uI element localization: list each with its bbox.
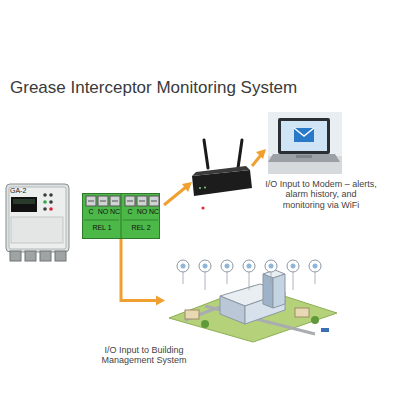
laptop-node: I/O Input to Modem – alerts, alarm histo… — [268, 112, 342, 174]
device-shape — [5, 183, 70, 263]
terminal-name: NO — [97, 208, 109, 216]
terminal-name: NO — [136, 208, 148, 216]
connector-line — [121, 239, 157, 301]
laptop-shape — [268, 112, 342, 174]
terminal-name: NC — [148, 208, 160, 216]
terminal-name: NC — [109, 208, 121, 216]
diagram-title: Grease Interceptor Monitoring System — [10, 78, 297, 98]
node-caption: I/O Input to Modem – alerts, alarm histo… — [264, 179, 378, 210]
terminal-name: C — [85, 208, 97, 216]
node-caption: I/O Input to Building Management System — [79, 345, 209, 366]
terminal-name: C — [124, 208, 136, 216]
device-label: GA-2 — [10, 187, 44, 195]
router — [192, 140, 252, 196]
flow-arrow — [164, 149, 266, 205]
monitor-device: GA-2 — [5, 183, 70, 263]
relay-shape — [82, 193, 160, 239]
building-node: I/O Input to Building Management System — [165, 258, 340, 343]
flow-connector — [121, 239, 165, 306]
relay-name: REL 1 — [84, 224, 120, 232]
relay-terminal: CNONCCNONCREL 1REL 2 — [82, 193, 160, 239]
red-dot — [201, 206, 204, 209]
relay-name: REL 2 — [123, 224, 159, 232]
building-shape — [165, 258, 340, 343]
arrow-head — [156, 296, 165, 306]
